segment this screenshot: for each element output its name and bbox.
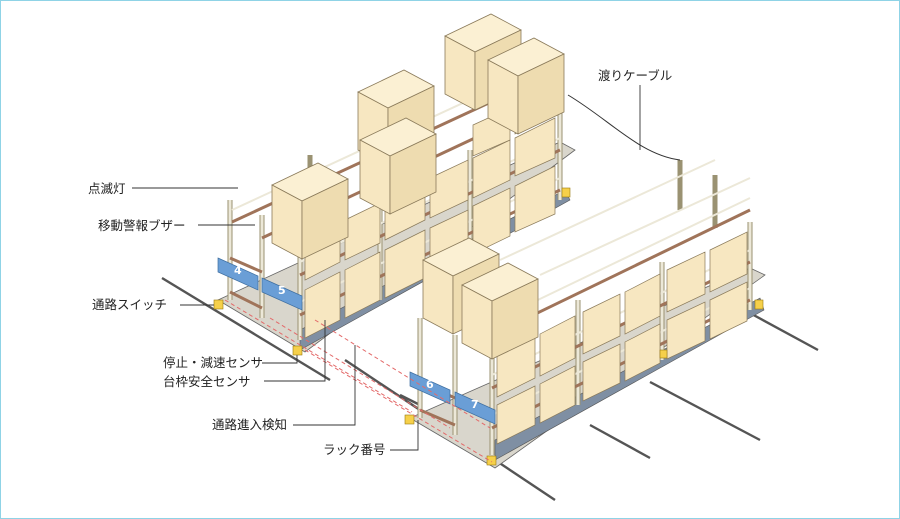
aisle-switch-icon: [214, 300, 223, 309]
label-crossing-cable: 渡りケーブル: [598, 68, 672, 83]
label-warning-buzzer: 移動警報ブザー: [98, 218, 186, 233]
label-flashing-lamp: 点滅灯: [88, 181, 126, 196]
label-stop-sensor: 停止・減速センサ: [163, 355, 263, 370]
rack-number-6: 6: [426, 378, 434, 391]
label-frame-sensor: 台枠安全センサ: [163, 374, 251, 389]
label-aisle-switch: 通路スイッチ: [92, 297, 167, 312]
label-rack-number: ラック番号: [323, 442, 386, 457]
label-aisle-detect: 通路進入検知: [212, 417, 287, 432]
rack-number-5: 5: [278, 284, 286, 297]
rack-number-4: 4: [234, 264, 242, 277]
crossing-cable: [568, 95, 680, 160]
rack-number-7: 7: [471, 398, 479, 411]
